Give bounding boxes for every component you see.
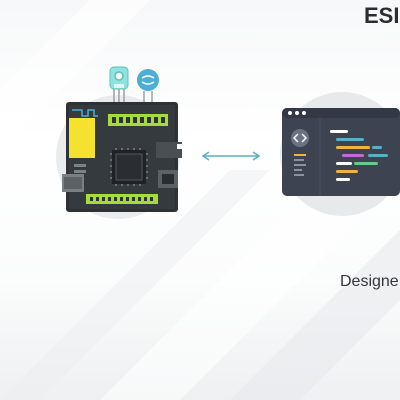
microcontroller-board-icon [56,66,183,219]
page-title: ESI [364,3,400,28]
code-editor-icon [280,92,400,216]
code-brackets-icon [291,129,309,147]
bidirectional-arrow-icon [201,151,261,161]
board-illustration [50,62,200,222]
code-editor-illustration [280,88,400,228]
caption-text: Designe [340,273,399,290]
bidirectional-arrow [198,148,264,164]
